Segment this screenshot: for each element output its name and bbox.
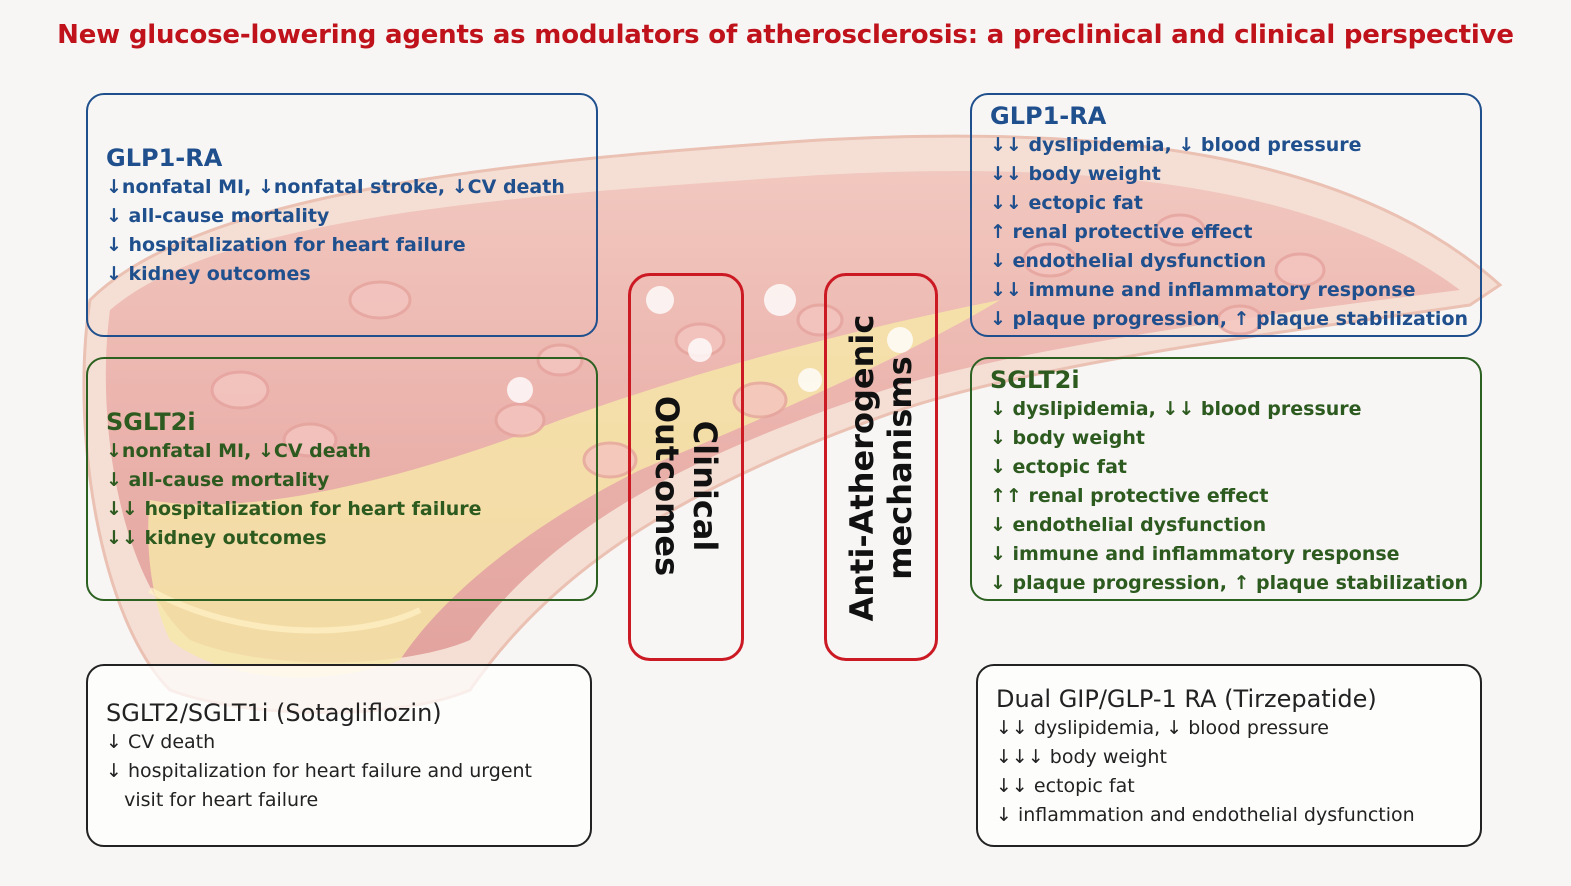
mechanisms-glp1-line: ↓↓ ectopic fat [990,192,1143,214]
clinical-glp1-line: ↓ all-cause mortality [106,205,330,227]
mechanisms-sglt2-line: ↓ immune and inflammatory response [990,543,1400,565]
mechanisms-label-line1: Anti-Atherogenic [843,314,881,622]
mechanisms-tirzepatide-line: ↓↓ dyslipidemia, ↓ blood pressure [996,717,1329,739]
mechanisms-sglt2-line: ↓ plaque progression, ↑ plaque stabiliza… [990,572,1469,594]
clinical-glp1-line: ↓ hospitalization for heart failure [106,234,466,256]
mechanisms-sglt2-box: SGLT2i ↓ dyslipidemia, ↓↓ blood pressure… [970,357,1482,601]
plaque-deposits [507,284,913,403]
mechanisms-glp1-box: GLP1-RA ↓↓ dyslipidemia, ↓ blood pressur… [970,93,1482,337]
mechanisms-sglt2-line: ↓ endothelial dysfunction [990,514,1267,536]
mechanisms-glp1-line: ↓ plaque progression, ↑ plaque stabiliza… [990,308,1469,330]
mechanisms-glp1-line: ↓↓ immune and inflammatory response [990,279,1416,301]
mechanisms-glp1-line: ↓↓ dyslipidemia, ↓ blood pressure [990,134,1362,156]
mechanisms-tirzepatide-line: ↓↓↓ body weight [996,746,1167,768]
mechanisms-tirzepatide-line: ↓↓ ectopic fat [996,775,1135,797]
mechanisms-glp1-line: ↑ renal protective effect [990,221,1253,243]
mechanisms-sglt2-line: ↓ ectopic fat [990,456,1127,478]
mechanisms-tirzepatide-box: Dual GIP/GLP-1 RA (Tirzepatide) ↓↓ dysli… [976,664,1482,847]
mechanisms-glp1-line: ↓↓ body weight [990,163,1161,185]
clinical-sotagliflozin-line: ↓ hospitalization for heart failure and … [106,760,533,782]
clinical-sglt2-line: ↓↓ hospitalization for heart failure [106,498,482,520]
clinical-sglt2-line: ↓↓ kidney outcomes [106,527,327,549]
clinical-glp1-line: ↓nonfatal MI, ↓nonfatal stroke, ↓CV deat… [106,176,565,198]
clinical-glp1-box: GLP1-RA ↓nonfatal MI, ↓nonfatal stroke, … [86,93,598,337]
mechanisms-sglt2-line: ↑↑ renal protective effect [990,485,1269,507]
clinical-sglt2-line: ↓ all-cause mortality [106,469,330,491]
clinical-label-line2: Outcomes [648,395,686,577]
mechanisms-tirzepatide-heading: Dual GIP/GLP-1 RA (Tirzepatide) [996,685,1377,713]
mechanisms-glp1-line: ↓ endothelial dysfunction [990,250,1267,272]
mechanisms-glp1-heading: GLP1-RA [990,102,1107,130]
clinical-sotagliflozin-box: SGLT2/SGLT1i (Sotagliflozin) ↓ CV death … [86,664,592,847]
mechanisms-tirzepatide-line: ↓ inflammation and endothelial dysfuncti… [996,804,1415,826]
mechanisms-label-line2: mechanisms [881,356,919,580]
mechanisms-sglt2-line: ↓ dyslipidemia, ↓↓ blood pressure [990,398,1362,420]
plaque [148,300,1000,678]
clinical-glp1-line: ↓ kidney outcomes [106,263,311,285]
clinical-sglt2-box: SGLT2i ↓nonfatal MI, ↓CV death ↓ all-cau… [86,357,598,601]
clinical-sglt2-line: ↓nonfatal MI, ↓CV death [106,440,372,462]
mechanisms-sglt2-heading: SGLT2i [990,366,1080,394]
clinical-outcomes-pill [628,273,744,661]
figure-title: New glucose-lowering agents as modulator… [57,20,1514,50]
mechanisms-sglt2-line: ↓ body weight [990,427,1145,449]
clinical-sotagliflozin-line: ↓ CV death [106,731,216,753]
anti-atherogenic-label: Anti-Atherogenic mechanisms [843,273,919,663]
clinical-sotagliflozin-line: visit for heart failure [106,789,319,811]
clinical-outcomes-label: Clinical Outcomes [648,291,724,681]
clinical-glp1-heading: GLP1-RA [106,144,223,172]
clinical-sotagliflozin-heading: SGLT2/SGLT1i (Sotagliflozin) [106,699,442,727]
clinical-sglt2-heading: SGLT2i [106,408,196,436]
anti-atherogenic-pill [824,273,938,661]
clinical-label-line1: Clinical [686,420,724,552]
